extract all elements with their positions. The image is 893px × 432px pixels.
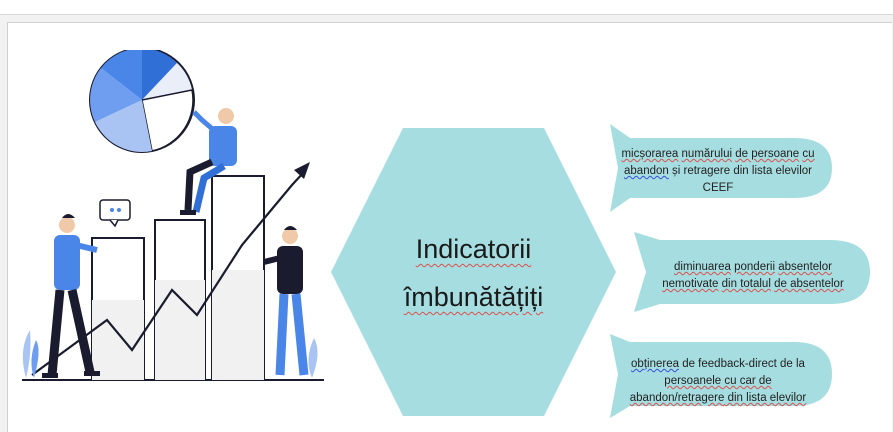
arrow-head-icon — [294, 162, 310, 179]
indicator-callout-2 — [634, 232, 870, 312]
central-title-line2: îmbunătățiți — [403, 282, 544, 312]
central-hexagon — [331, 128, 616, 416]
bar-column-2-shade — [155, 280, 205, 380]
indicator-text-2: diminuarea ponderii absentelor nemotivat… — [662, 261, 844, 290]
person-sitting-icon — [180, 108, 237, 215]
bar-column-1-shade — [92, 300, 144, 380]
growth-chart-illustration — [22, 50, 324, 381]
trend-line — [31, 171, 305, 376]
indicator-text-1: micșorarea numărului de persoane cu aban… — [621, 148, 815, 194]
central-title-line1: Indicatorii — [415, 234, 532, 264]
speech-bubble-icon — [99, 199, 131, 228]
indicator-callout-1 — [610, 124, 832, 212]
top-toolbar-strip — [0, 0, 893, 15]
bar-column-3-shade — [212, 270, 264, 380]
plant-leaves-icon — [22, 330, 318, 378]
indicator-callout-3 — [610, 334, 832, 418]
indicator-text-3: obținerea de feedback-direct de la perso… — [629, 358, 807, 404]
pie-chart-icon — [89, 50, 195, 153]
person-left-icon — [42, 214, 100, 378]
person-right-icon — [263, 226, 309, 376]
